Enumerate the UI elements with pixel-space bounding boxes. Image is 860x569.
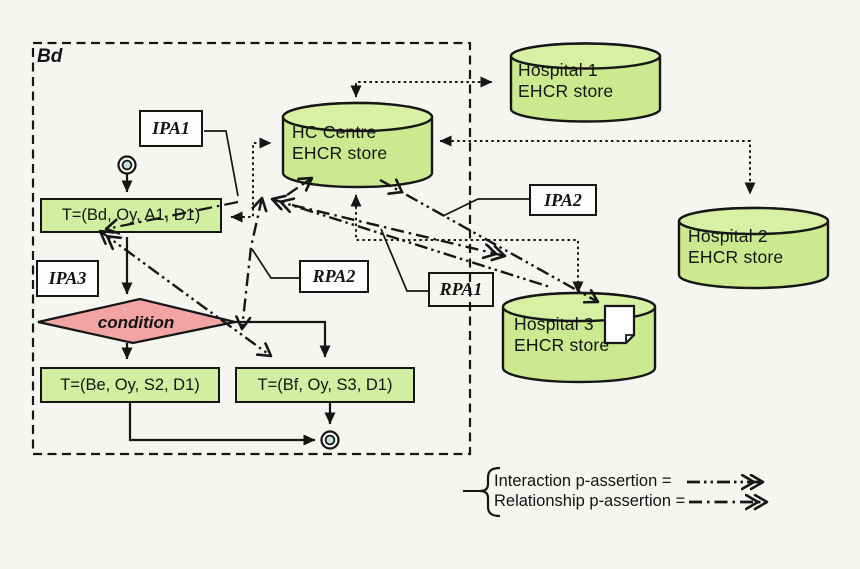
hospital3-name: Hospital 3 [514, 314, 594, 334]
hospital1-store-cylinder [509, 42, 662, 123]
rpa1-leader-line [380, 228, 428, 292]
hospital2-name: Hospital 2 [688, 226, 768, 246]
task-box-t2: T=(Be, Oy, S2, D1) [40, 367, 220, 403]
hospital1-store-label: Hospital 1 EHCR store [518, 60, 613, 102]
hospital3-store-label: Hospital 3 EHCR store [514, 314, 609, 356]
end-node-icon [320, 430, 340, 450]
dotted-link-hc-hospital2 [439, 135, 756, 195]
ipa1-leader-line [204, 130, 239, 197]
label-box-ipa3: IPA3 [36, 260, 99, 297]
interaction-line-ipa1 [272, 199, 551, 289]
rpa2-leader-line [251, 248, 299, 279]
dotted-link-hc-hospital3 [350, 194, 584, 294]
hospital1-store-type: EHCR store [518, 81, 614, 101]
legend-brace [463, 466, 501, 518]
interaction-line-ipa2 [379, 178, 598, 302]
label-box-ipa1: IPA1 [139, 110, 203, 147]
label-box-rpa1: RPA1 [428, 272, 494, 307]
label-box-rpa2: RPA2 [299, 260, 369, 293]
start-node-icon [117, 155, 137, 175]
interaction-line-ipa2-chevron [387, 178, 404, 195]
hc-centre-store-label: HC Centre EHCR store [292, 122, 387, 164]
dotted-link-t1-hc [230, 137, 272, 223]
flow-condition-to-t3 [235, 320, 331, 358]
flow-t2-to-end [128, 403, 316, 446]
label-box-ipa2: IPA2 [529, 184, 597, 216]
condition-label: condition [97, 313, 175, 332]
hospital2-store-cylinder [677, 206, 830, 290]
hospital1-name: Hospital 1 [518, 60, 598, 80]
task-box-t1: T=(Bd, Oy, A1, D1) [40, 198, 222, 233]
hospital2-store-label: Hospital 2 EHCR store [688, 226, 783, 268]
hospital2-store-type: EHCR store [688, 247, 784, 267]
task-box-t3: T=(Bf, Oy, S3, D1) [235, 367, 415, 403]
hc-centre-name: HC Centre [292, 122, 377, 142]
legend-interaction-label: Interaction p-assertion = [494, 472, 672, 490]
hospital3-store-type: EHCR store [514, 335, 610, 355]
dotted-link-hc-hospital1 [350, 76, 493, 98]
relationship-stub-hc [286, 178, 312, 196]
legend-relationship-label: Relationship p-assertion = [494, 492, 686, 510]
document-icon [603, 304, 636, 345]
hc-centre-store-cylinder [281, 101, 434, 189]
relationship-line-rpa1 [291, 203, 505, 256]
hc-centre-store-type: EHCR store [292, 143, 388, 163]
bd-boundary-label: Bd [37, 46, 63, 67]
ipa2-leader-line [442, 198, 529, 217]
relationship-line-rpa2 [242, 198, 262, 329]
